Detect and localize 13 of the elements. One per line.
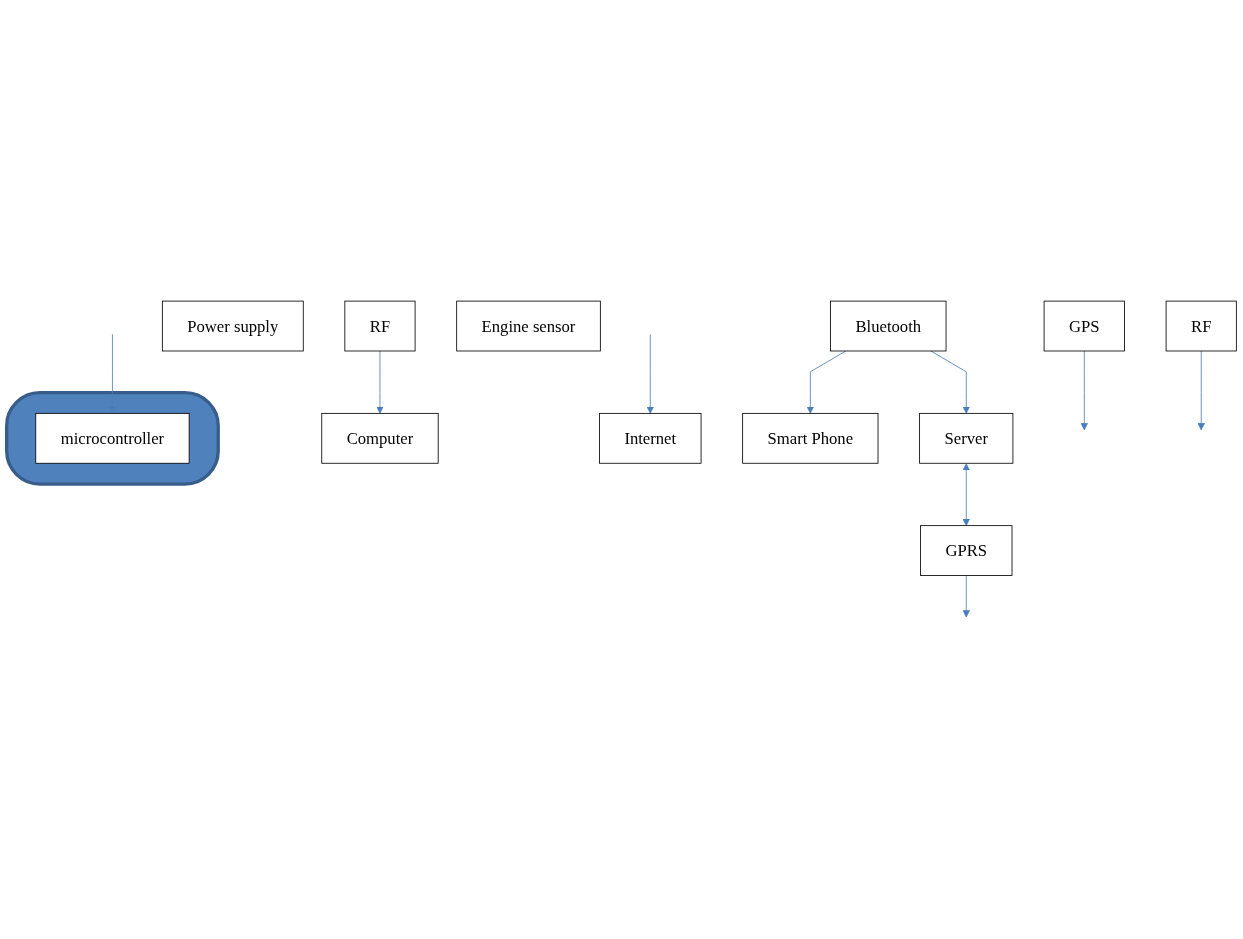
node-box: RF	[1165, 300, 1237, 352]
node-box: Smart Phone	[742, 412, 879, 464]
node-box: GPRS	[920, 525, 1013, 576]
cluster	[5, 390, 220, 486]
node-box: GPS	[1043, 300, 1125, 352]
node-box: microcontroller	[35, 412, 190, 464]
node-box: Engine sensor	[456, 300, 601, 352]
node-box: Bluetooth	[830, 300, 947, 352]
node-box: Computer	[321, 412, 439, 464]
node-box: Server	[919, 412, 1014, 464]
node-box: Internet	[599, 412, 702, 464]
node-box: RF	[344, 300, 416, 352]
node-box: Power supply	[161, 300, 304, 352]
